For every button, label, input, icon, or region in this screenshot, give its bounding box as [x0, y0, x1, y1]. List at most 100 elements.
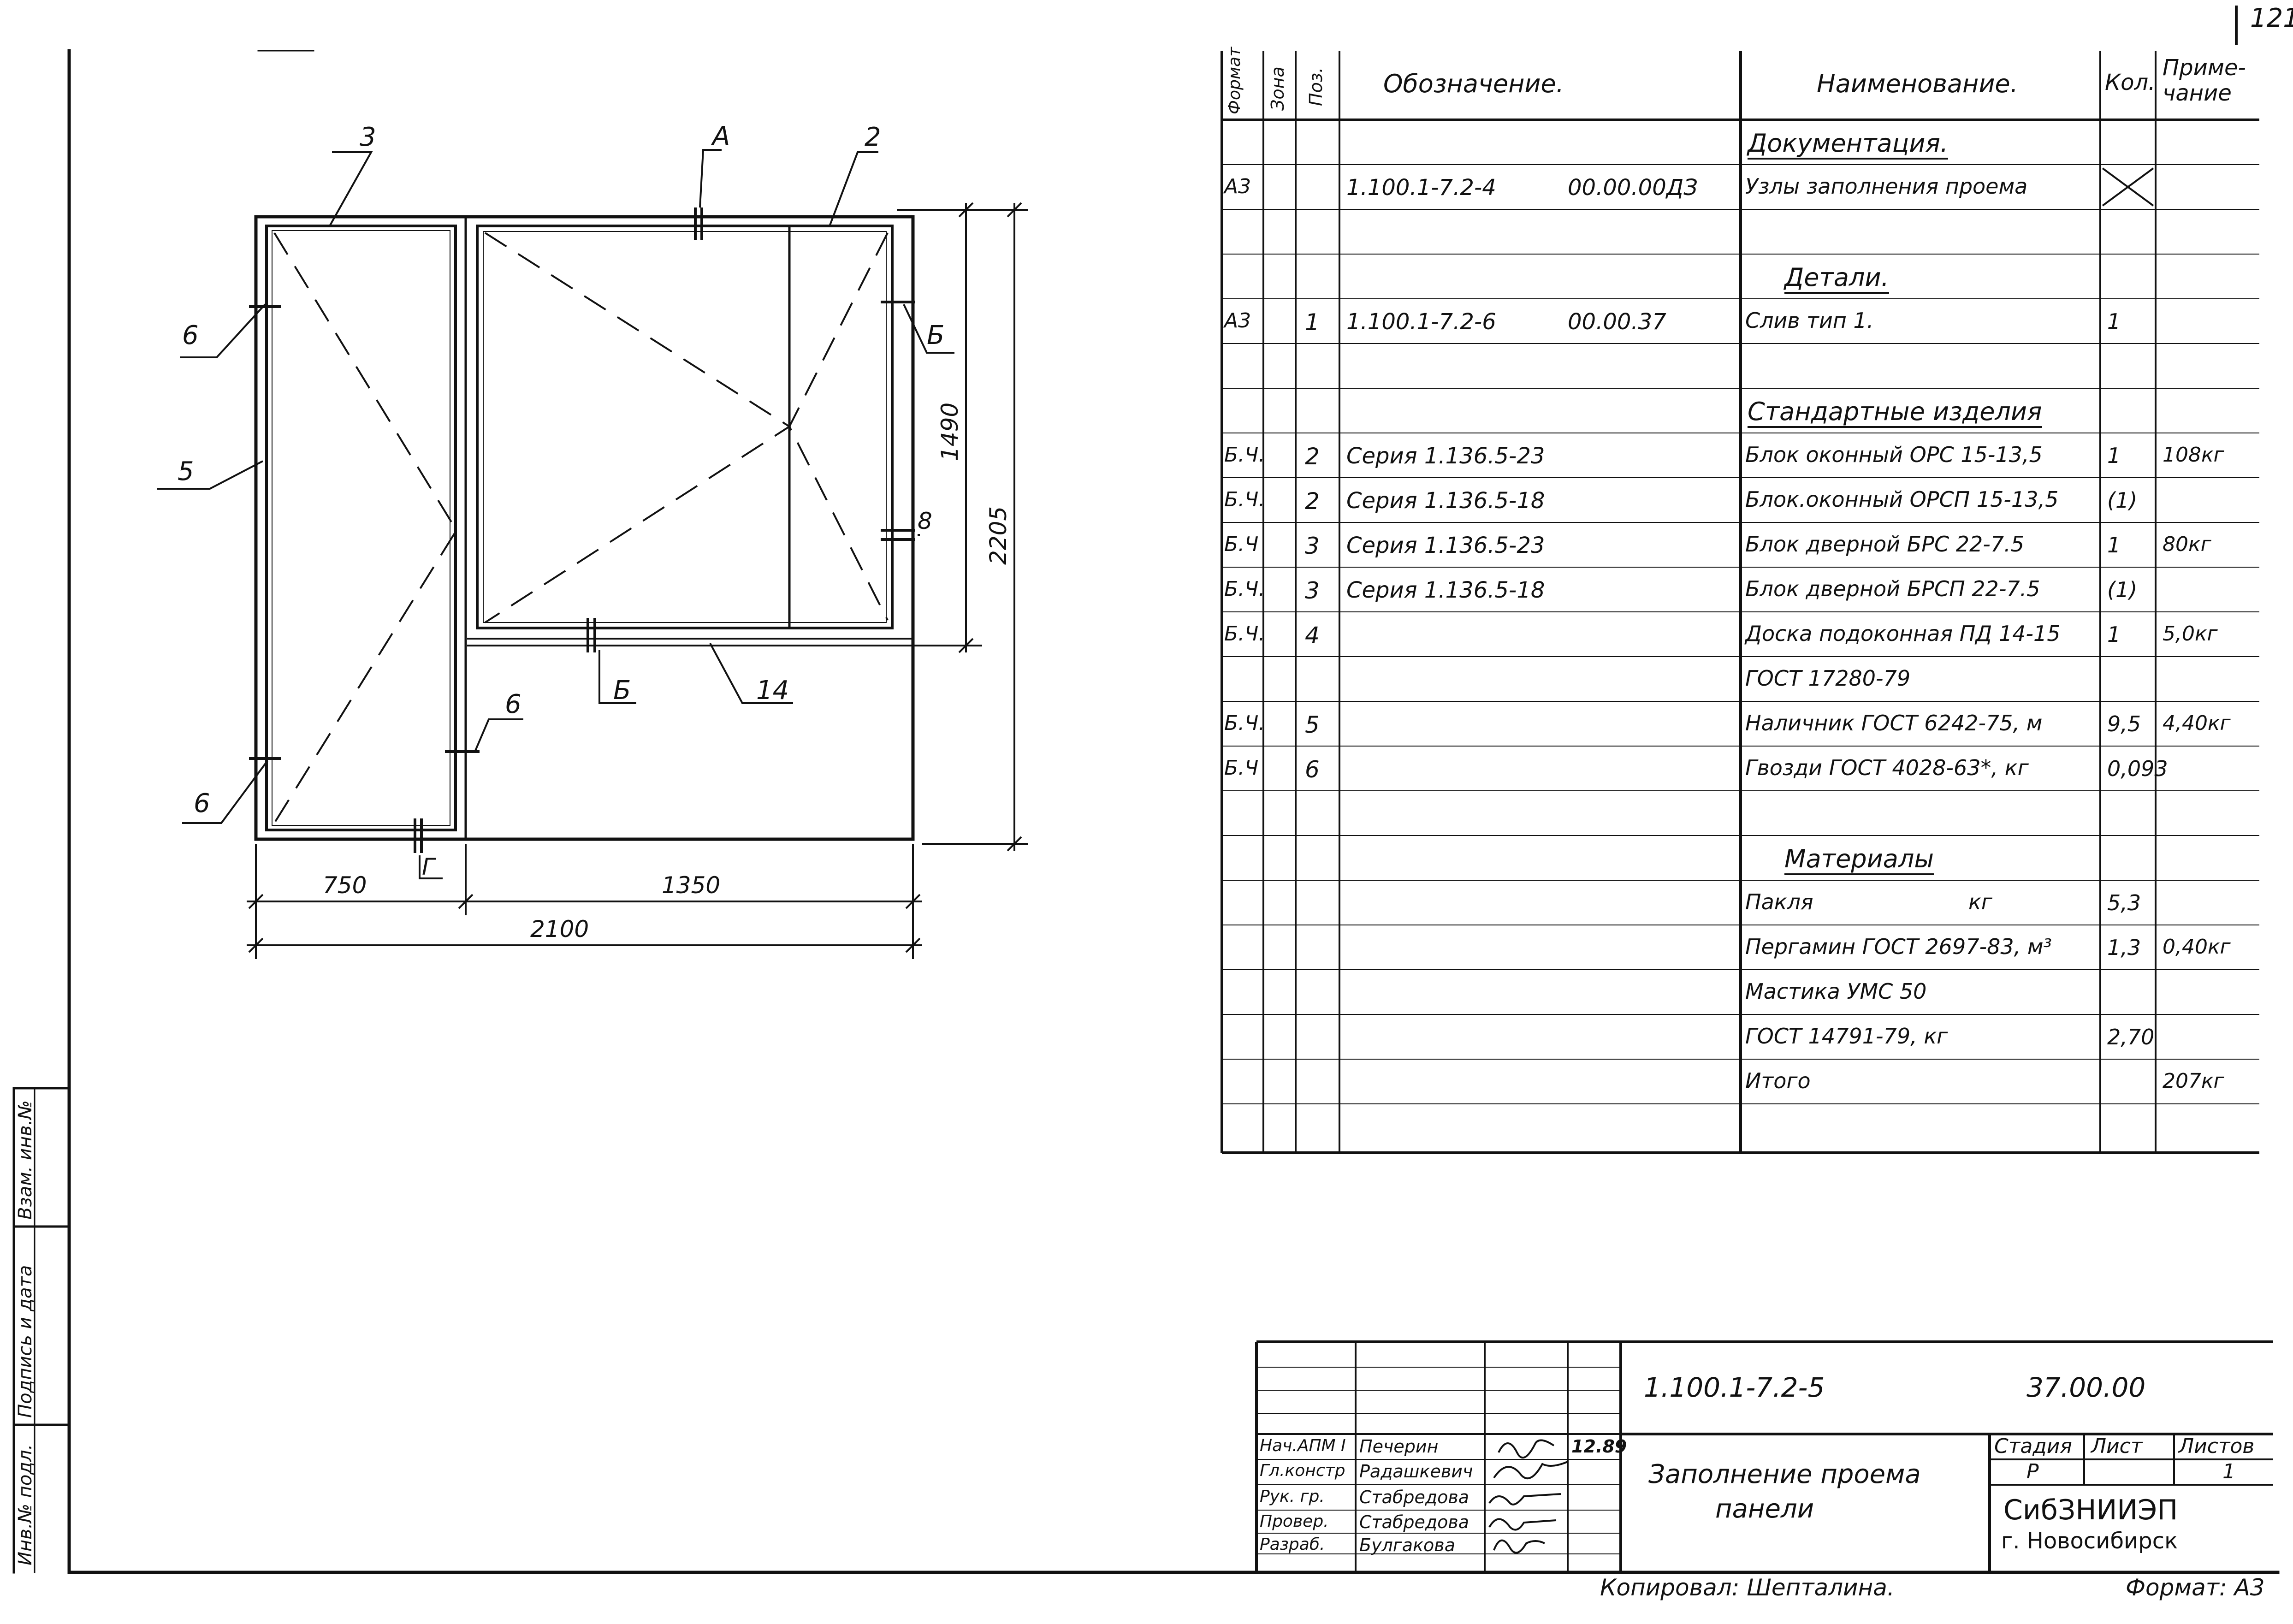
signature-1 [1498, 1439, 1555, 1459]
spec-cell-name: Пергамин ГОСТ 2697-83, м³ [1745, 934, 2052, 959]
spec-cell-format: Б.Ч. [1224, 711, 1265, 735]
spec-cell-pos: 3 [1305, 533, 1320, 559]
callout-8: 8 [918, 508, 932, 534]
signature-5 [1493, 1539, 1545, 1554]
leader-b-right [903, 304, 954, 354]
door-opening-lines [273, 232, 458, 824]
spec-section-title: Детали. [1784, 265, 1889, 294]
spec-cell-qty: 5,3 [2107, 890, 2141, 915]
callout-b-right: Б [927, 320, 945, 350]
spec-cell-qty: 2,70 [2107, 1025, 2155, 1049]
spec-cell-format: Б.Ч [1224, 533, 1259, 556]
spec-cell-format: Б.Ч. [1224, 577, 1265, 601]
stamp-person-name: Печерин [1359, 1436, 1439, 1457]
spec-cell-name: Блок дверной БРСП 22-7.5 [1745, 576, 2040, 601]
stamp-title-line2: панели [1715, 1494, 1814, 1524]
stamp-date: 12.89 [1571, 1436, 1627, 1457]
spec-cell-qty: 9,5 [2107, 711, 2141, 736]
spec-cell-name: Наличник ГОСТ 6242-75, м [1745, 711, 2043, 735]
callout-2: 2 [865, 122, 881, 152]
spec-cell-pos: 2 [1305, 488, 1320, 515]
spec-section-title: Стандартные изделия [1748, 399, 2042, 428]
stamp-role: Разраб. [1260, 1535, 1325, 1554]
stamp-org-line2: г. Новосибирск [2001, 1528, 2178, 1554]
signature-2 [1493, 1461, 1568, 1480]
stamp-role: Нач.АПМ I [1260, 1436, 1346, 1455]
spec-cell-name: Слив тип 1. [1745, 308, 1874, 333]
spec-cell-designation: Серия 1.136.5-23 [1346, 533, 1545, 558]
stamp-role: Провер. [1260, 1512, 1329, 1531]
side-inv-repl: Взам. инв.№ [15, 1100, 36, 1220]
spec-cell-qty: (1) [2107, 488, 2138, 513]
spec-cell-qty: 1,3 [2107, 935, 2141, 960]
spec-cell-format: Б.Ч [1224, 756, 1259, 780]
spec-cell-name: ГОСТ 17280-79 [1745, 666, 1911, 691]
spec-cell-qty: (1) [2107, 577, 2138, 602]
leader-6-mid [474, 718, 523, 752]
window-sash2-opening-lines [788, 232, 889, 621]
page-number: 121 [2250, 3, 2293, 33]
callout-6-top: 6 [182, 320, 199, 350]
stamp-person-name: Стабредова [1359, 1512, 1469, 1532]
stamp-sheet-label: Лист [2091, 1434, 2143, 1458]
spec-cell-designation: Серия 1.136.5-18 [1346, 577, 1545, 603]
stamp-stage-value: Р [2026, 1460, 2039, 1483]
stamp-person-name: Булгакова [1359, 1535, 1455, 1555]
callout-3: 3 [360, 122, 376, 152]
spec-cell-pos: 3 [1305, 577, 1320, 604]
leader-g [419, 855, 443, 879]
spec-cell-note: 0,40кг [2163, 935, 2231, 959]
header-pos: Поз. [1306, 67, 1326, 106]
spec-cell-note: 5,0кг [2163, 622, 2218, 646]
window-frame [476, 225, 894, 629]
door-inner-frame [272, 230, 450, 826]
leader-14 [709, 643, 793, 704]
window-sash1-opening-lines [484, 232, 791, 623]
spec-cell-qty: 1 [2107, 443, 2121, 468]
spec-cell-name: Пакля кг [1745, 889, 1992, 914]
footer-format: Формат: А3 [2126, 1574, 2265, 1601]
panel-outer-contour [254, 215, 915, 841]
stamp-role: Рук. гр. [1260, 1487, 1325, 1506]
leader-b-bottom [598, 650, 636, 704]
spec-cell-name: Блок оконный ОРС 15-13,5 [1745, 442, 2043, 467]
callout-5: 5 [178, 456, 194, 486]
spec-cell-pos: 2 [1305, 443, 1320, 470]
qty-crossed-mark [2102, 167, 2154, 207]
spec-cell-format: А3 [1224, 309, 1251, 332]
spec-cell-qty: 1 [2107, 309, 2121, 334]
callout-b-bottom: Б [613, 676, 631, 705]
side-sign-date: Подпись и дата [15, 1265, 36, 1418]
spec-cell-name: Блок дверной БРС 22-7.5 [1745, 532, 2024, 557]
header-name: Наименование. [1817, 69, 2018, 98]
spec-cell-note: 4,40кг [2163, 711, 2231, 735]
spec-cell-note: 207кг [2163, 1069, 2224, 1093]
stamp-title-line1: Заполнение проема [1648, 1459, 1921, 1489]
spec-cell-designation2: 00.00.00ДЗ [1568, 175, 1698, 201]
leader-5 [157, 460, 263, 490]
stamp-person-name: Радашкевич [1359, 1461, 1473, 1482]
header-note: Приме- чание [2163, 55, 2246, 107]
spec-cell-pos: 5 [1305, 711, 1320, 738]
spec-cell-qty: 1 [2107, 622, 2121, 647]
signature-3 [1488, 1493, 1561, 1505]
window-inner-frame [483, 231, 887, 623]
spec-cell-name: Блок.оконный ОРСП 15-13,5 [1745, 487, 2059, 512]
dim-1350: 1350 [662, 872, 721, 899]
spec-cell-name: ГОСТ 14791-79, кг [1745, 1024, 1948, 1049]
spec-cell-name: Мастика УМС 50 [1745, 979, 1927, 1004]
stamp-org-line1: СибЗНИИЭП [2003, 1494, 2178, 1526]
leader-a [699, 149, 722, 208]
stamp-person-name: Стабредова [1359, 1487, 1469, 1507]
spec-cell-format: Б.Ч. [1224, 622, 1265, 646]
stamp-doc-code2: 37.00.00 [2026, 1372, 2146, 1403]
spec-cell-name: Узлы заполнения проема [1745, 174, 2028, 199]
stamp-sheets-value: 1 [2222, 1460, 2235, 1483]
spec-cell-format: А3 [1224, 175, 1251, 198]
spec-section-title: Документация. [1748, 131, 1949, 160]
dim-2205: 2205 [985, 506, 1012, 565]
dim-2100: 2100 [530, 916, 589, 942]
stamp-sheets-label: Листов [2179, 1434, 2255, 1458]
callout-6-bottom: 6 [194, 788, 210, 818]
